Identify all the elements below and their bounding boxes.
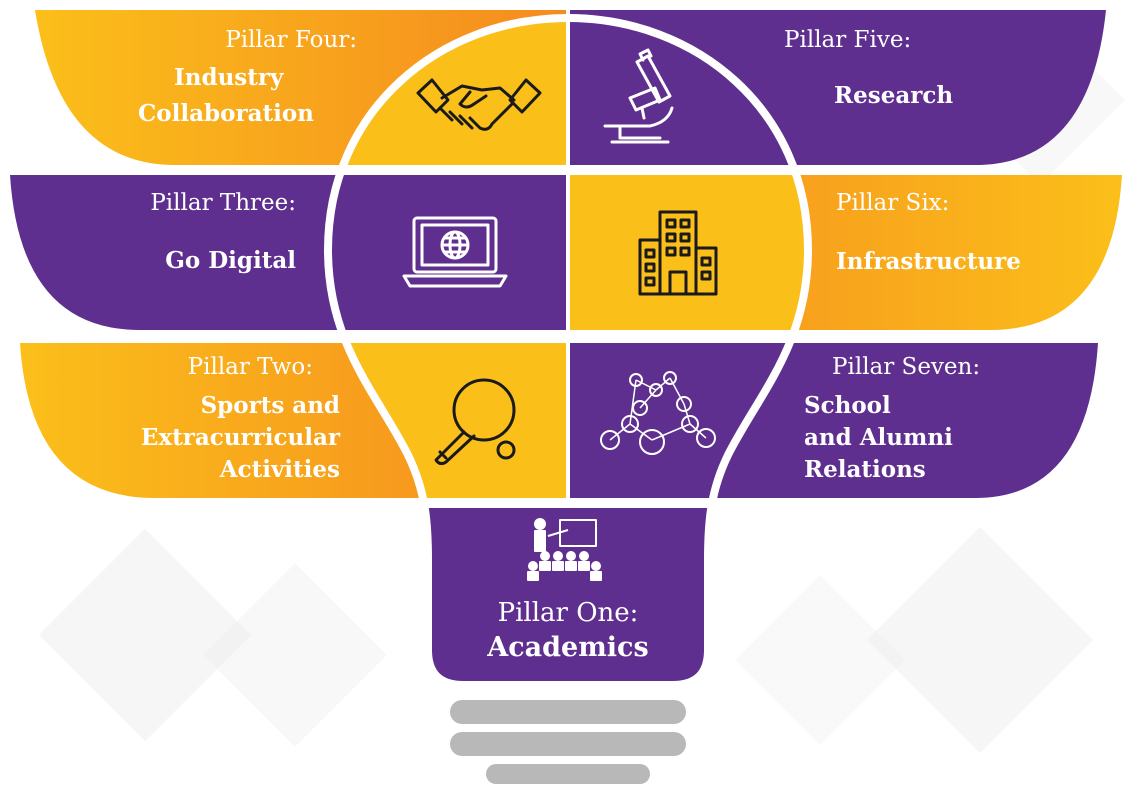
bulb-base-bar: [486, 764, 650, 784]
pillar-seven-title-line3: Relations: [804, 456, 926, 483]
pillar-four-label: Pillar Four:: [225, 27, 357, 53]
teacher-presentation-icon: [527, 518, 602, 581]
pillar-two-title-line2: Extracurricular: [140, 424, 340, 451]
handshake-icon: [416, 78, 542, 131]
bulb-base-bar: [450, 732, 686, 756]
network-icon: [600, 371, 716, 455]
pillar-four-title-line2: Collaboration: [138, 100, 314, 127]
laptop-globe-icon: [402, 216, 508, 288]
cell-pillar-six: [570, 175, 808, 330]
cell-pillar-three: [328, 175, 566, 330]
pillar-five-label: Pillar Five:: [784, 27, 912, 53]
table-tennis-icon: [434, 378, 516, 466]
pillar-two-title-line1: Sports and: [200, 392, 340, 419]
pillar-one-label: Pillar One:: [497, 598, 639, 628]
bulb-base-bar: [450, 700, 686, 724]
pillar-four-title-line1: Industry: [174, 64, 284, 91]
pillar-six-label: Pillar Six:: [836, 190, 950, 216]
pillar-seven-label: Pillar Seven:: [832, 354, 981, 380]
pillar-one-title: Academics: [487, 632, 649, 663]
pillar-six-title: Infrastructure: [836, 248, 1021, 275]
pillar-two-label: Pillar Two:: [187, 354, 313, 380]
pillar-five-title: Research: [834, 82, 954, 109]
pillar-two-title-line3: Activities: [219, 456, 340, 483]
bulb-outline: [323, 13, 813, 689]
microscope-icon: [603, 48, 674, 144]
pillar-seven-title-line2: and Alumni: [804, 424, 953, 451]
pillar-three-label: Pillar Three:: [150, 190, 296, 216]
building-icon: [638, 210, 718, 296]
pillar-seven-title-line1: School: [804, 392, 891, 419]
pillar-three-title: Go Digital: [165, 247, 296, 274]
